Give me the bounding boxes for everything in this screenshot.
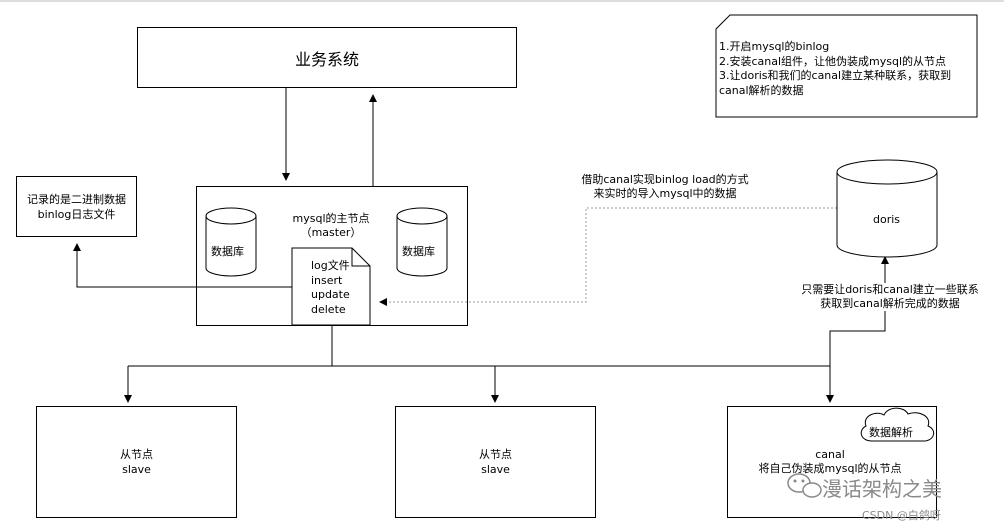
- db-cylinder-right-shape: [396, 207, 448, 277]
- business-system-box: 业务系统: [137, 27, 517, 88]
- link-note: 只需要让doris和canal建立一些联系 获取到canal解析完成的数据: [801, 283, 979, 311]
- arrow-canal-to-doris: [829, 256, 889, 366]
- slave-node-2: 从节点 slave: [395, 406, 596, 518]
- watermark-sub: CSDN @白鸽呀: [862, 509, 941, 522]
- log-doc-update: update: [311, 288, 350, 301]
- steps-note-line-1: 1.开启mysql的binlog: [719, 40, 830, 53]
- binlog-note-line-1: 记录的是二进制数据: [27, 192, 126, 206]
- db-label-right: 数据库: [402, 245, 435, 258]
- link-note-line-2: 获取到canal解析完成的数据: [820, 297, 960, 310]
- canal-node: [727, 406, 937, 518]
- log-document-shape: [291, 247, 371, 326]
- master-title-line-1: mysql的主节点: [292, 212, 370, 225]
- binlog-note-box: 记录的是二进制数据 binlog日志文件: [16, 176, 137, 237]
- arrow-log-to-binlog-note: [73, 243, 293, 288]
- arrow-doris-to-log-dotted: [379, 207, 837, 306]
- load-note: 借助canal实现binlog load的方式 来实时的导入mysql中的数据: [575, 173, 755, 201]
- wechat-logo-icon: [787, 473, 822, 498]
- link-note-line-1: 只需要让doris和canal建立一些联系: [801, 283, 979, 296]
- log-doc-title: log文件: [311, 259, 350, 272]
- steps-note-line-4: canal解析的数据: [719, 83, 804, 97]
- cloud-label: 数据解析: [869, 426, 913, 439]
- doris-cylinder-shape: [836, 159, 938, 258]
- canal-text: canal 将自己伪装成mysql的从节点: [740, 448, 920, 476]
- steps-note-line-2: 2.安装canal组件，让他伪装成mysql的从节点: [719, 54, 947, 68]
- business-system-label: 业务系统: [294, 49, 359, 69]
- db-cylinder-left-shape: [205, 207, 257, 277]
- steps-note-line-3: 3.让doris和我们的canal建立某种联系，获取到: [719, 69, 952, 82]
- load-note-line-2: 来实时的导入mysql中的数据: [593, 187, 737, 200]
- slave2-line-1: 从节点: [479, 448, 512, 461]
- watermark-main: 漫话架构之美: [822, 477, 942, 501]
- master-title: mysql的主节点 （master）: [279, 212, 383, 240]
- cloud-shape: [860, 407, 935, 442]
- canal-description: 将自己伪装成mysql的从节点: [758, 462, 902, 475]
- mysql-master-box: [196, 186, 468, 326]
- log-doc-delete: delete: [311, 302, 346, 316]
- doris-label: doris: [873, 213, 901, 226]
- log-doc-insert: insert: [311, 273, 343, 287]
- binlog-note-line-2: binlog日志文件: [37, 207, 116, 221]
- slave1-line-1: 从节点: [120, 448, 153, 461]
- slave-node-1: 从节点 slave: [36, 406, 237, 518]
- db-label-left: 数据库: [211, 245, 244, 258]
- canal-title: canal: [815, 448, 845, 461]
- slave2-line-2: slave: [481, 463, 510, 476]
- master-title-line-2: （master）: [300, 226, 362, 239]
- steps-note-shape: [715, 14, 978, 118]
- slave1-line-2: slave: [122, 463, 151, 476]
- load-note-line-1: 借助canal实现binlog load的方式: [581, 173, 749, 186]
- log-document-text: log文件 insert update delete: [311, 259, 350, 317]
- steps-note: 1.开启mysql的binlog 2.安装canal组件，让他伪装成mysql的…: [719, 40, 951, 98]
